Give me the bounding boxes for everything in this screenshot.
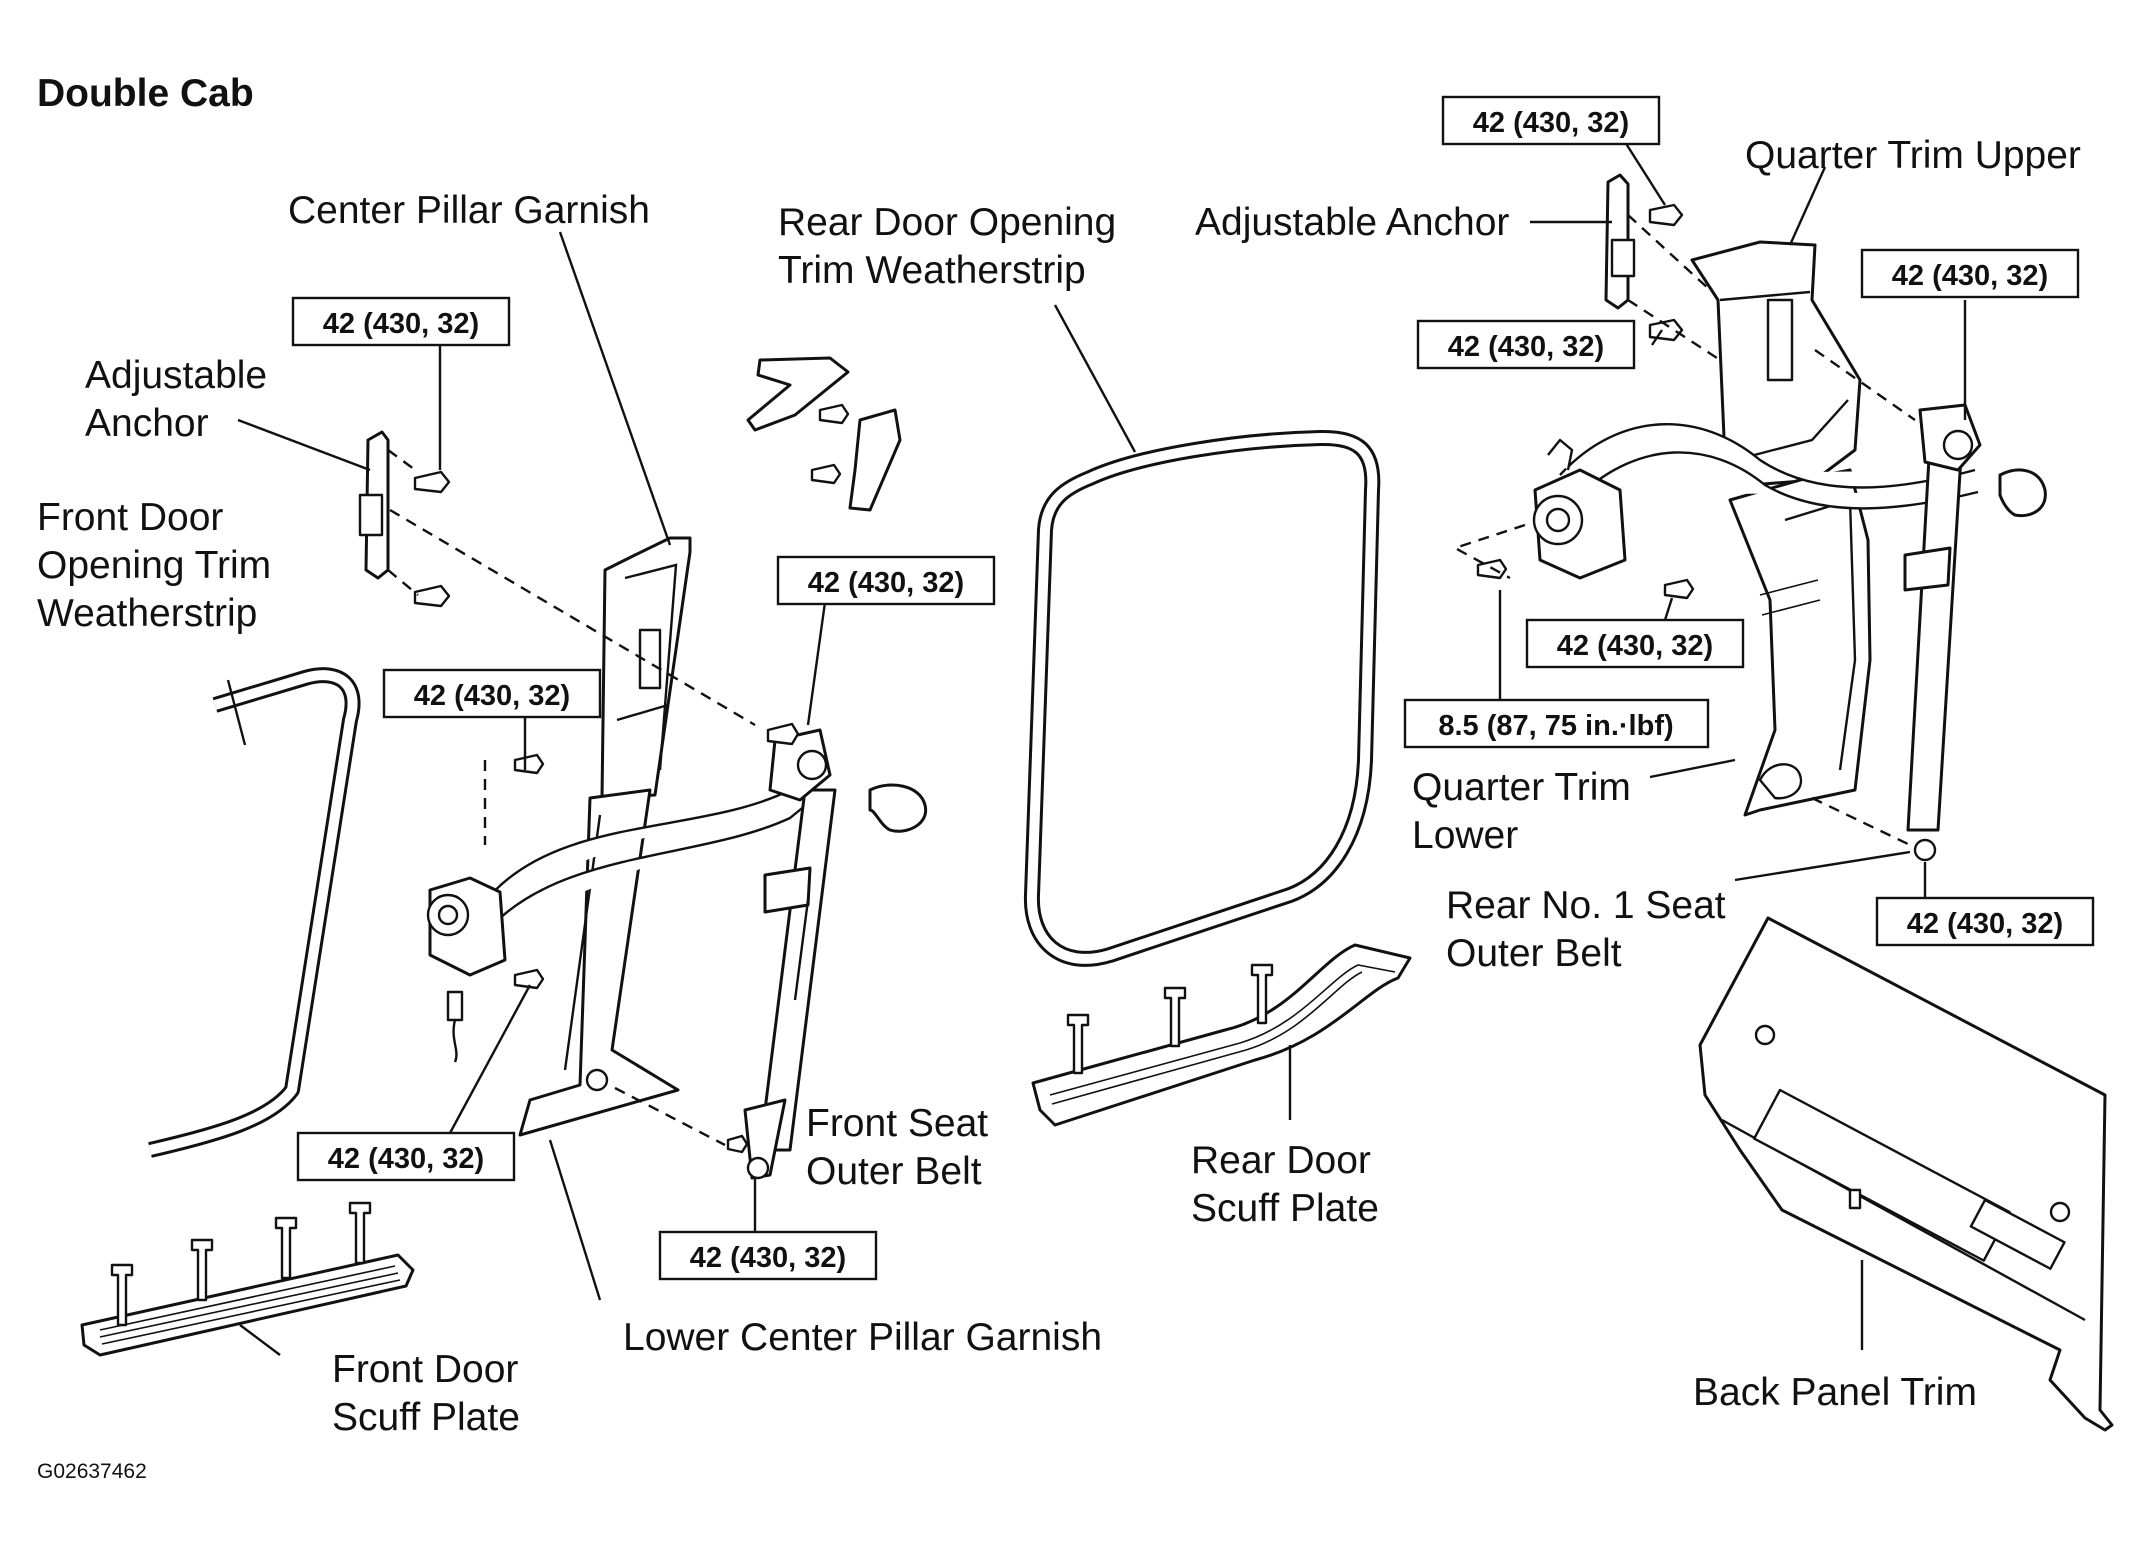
label-line: Opening Trim [37, 544, 271, 587]
torque-spec-rear-retractor: 42 (430, 32) [1525, 618, 1745, 669]
torque-spec-front-retractor-upper: 42 (430, 32) [382, 668, 602, 719]
label-line: Lower [1412, 814, 1518, 857]
label-quarter-trim-lower: Quarter Trim Lower [1412, 766, 1642, 857]
torque-value: 42 (430, 32) [1892, 260, 2048, 292]
label-lower-center-pillar-garnish: Lower Center Pillar Garnish [623, 1316, 1102, 1359]
label-line: Front Seat [806, 1102, 988, 1145]
back-panel-trim [1698, 916, 2114, 1432]
torque-spec-rear-belt-upper: 42 (430, 32) [1860, 248, 2080, 299]
torque-value: 8.5 (87, 75 in.·lbf) [1438, 710, 1673, 742]
quarter-trim-lower [1728, 468, 1872, 817]
label-line: Weatherstrip [37, 592, 257, 635]
label-center-pillar-garnish: Center Pillar Garnish [288, 189, 650, 232]
diagram-title: Double Cab [37, 72, 254, 115]
label-front-door-opening-trim-weatherstrip: Front Door Opening Trim Weatherstrip [37, 496, 282, 635]
rear-no1-seat-outer-belt [1451, 349, 2047, 862]
torque-spec-front-anchor-upper: 42 (430, 32) [291, 296, 511, 347]
torque-value: 42 (430, 32) [414, 680, 570, 712]
torque-spec-rear-belt-lower: 42 (430, 32) [1875, 896, 2095, 947]
front-adjustable-anchor [358, 430, 451, 608]
torque-value: 42 (430, 32) [1907, 908, 2063, 940]
label-quarter-trim-upper: Quarter Trim Upper [1745, 134, 2081, 177]
label-line: Outer Belt [806, 1150, 982, 1193]
belt-guide-brackets [746, 356, 902, 512]
label-adjustable-anchor-front: Adjustable Anchor [85, 354, 278, 445]
torque-value: 42 (430, 32) [808, 567, 964, 599]
torque-value: 42 (430, 32) [328, 1143, 484, 1175]
rear-door-scuff-plate [1031, 943, 1412, 1127]
label-line: Anchor [85, 402, 209, 445]
quarter-trim-upper [1690, 240, 1862, 487]
torque-value: 42 (430, 32) [690, 1242, 846, 1274]
torque-value: 42 (430, 32) [1473, 107, 1629, 139]
torque-value: 42 (430, 32) [1448, 331, 1604, 363]
label-front-seat-outer-belt: Front Seat Outer Belt [806, 1102, 999, 1193]
torque-spec-front-belt-lower: 42 (430, 32) [658, 1230, 878, 1281]
label-rear-door-opening-trim-weatherstrip: Rear Door Opening Trim Weatherstrip [778, 201, 1127, 292]
figure-code: G02637462 [37, 1460, 147, 1483]
label-line: Outer Belt [1446, 932, 1622, 975]
label-line: Rear Door Opening [778, 201, 1116, 244]
torque-spec-rear-anchor-lower: 42 (430, 32) [1416, 319, 1636, 370]
torque-value: 42 (430, 32) [323, 308, 479, 340]
label-line: Scuff Plate [1191, 1187, 1379, 1230]
label-line: Front Door [37, 496, 223, 539]
torque-spec-front-retractor-lower: 42 (430, 32) [296, 1131, 516, 1182]
label-line: Trim Weatherstrip [778, 249, 1086, 292]
torque-spec-front-belt-guide: 42 (430, 32) [776, 555, 996, 606]
torque-connector-lines [438, 141, 1967, 1232]
label-line: Front Door [332, 1348, 518, 1391]
label-line: Quarter Trim [1412, 766, 1631, 809]
label-line: Scuff Plate [332, 1396, 520, 1439]
label-rear-no1-seat-outer-belt: Rear No. 1 Seat Outer Belt [1446, 884, 1737, 975]
label-line: Rear Door [1191, 1139, 1371, 1182]
label-adjustable-anchor-rear: Adjustable Anchor [1195, 201, 1509, 244]
torque-spec-rear-anchor-upper: 42 (430, 32) [1441, 95, 1661, 146]
front-seat-outer-belt [389, 508, 928, 1180]
torque-spec-rear-retractor-bolt: 8.5 (87, 75 in.·lbf) [1403, 698, 1710, 749]
label-line: Adjustable [85, 354, 267, 397]
label-back-panel-trim: Back Panel Trim [1693, 1371, 1977, 1414]
leader-lines [226, 166, 1911, 1356]
rear-adjustable-anchor [1604, 173, 1721, 362]
rear-door-opening-trim-weatherstrip [1023, 429, 1381, 967]
front-door-scuff-plate [80, 1201, 415, 1357]
label-front-door-scuff-plate: Front Door Scuff Plate [332, 1348, 529, 1439]
front-door-opening-trim-weatherstrip [148, 667, 361, 1158]
label-line: Rear No. 1 Seat [1446, 884, 1726, 927]
torque-value: 42 (430, 32) [1557, 630, 1713, 662]
label-rear-door-scuff-plate: Rear Door Scuff Plate [1191, 1139, 1382, 1230]
center-pillar-garnish [600, 536, 692, 800]
